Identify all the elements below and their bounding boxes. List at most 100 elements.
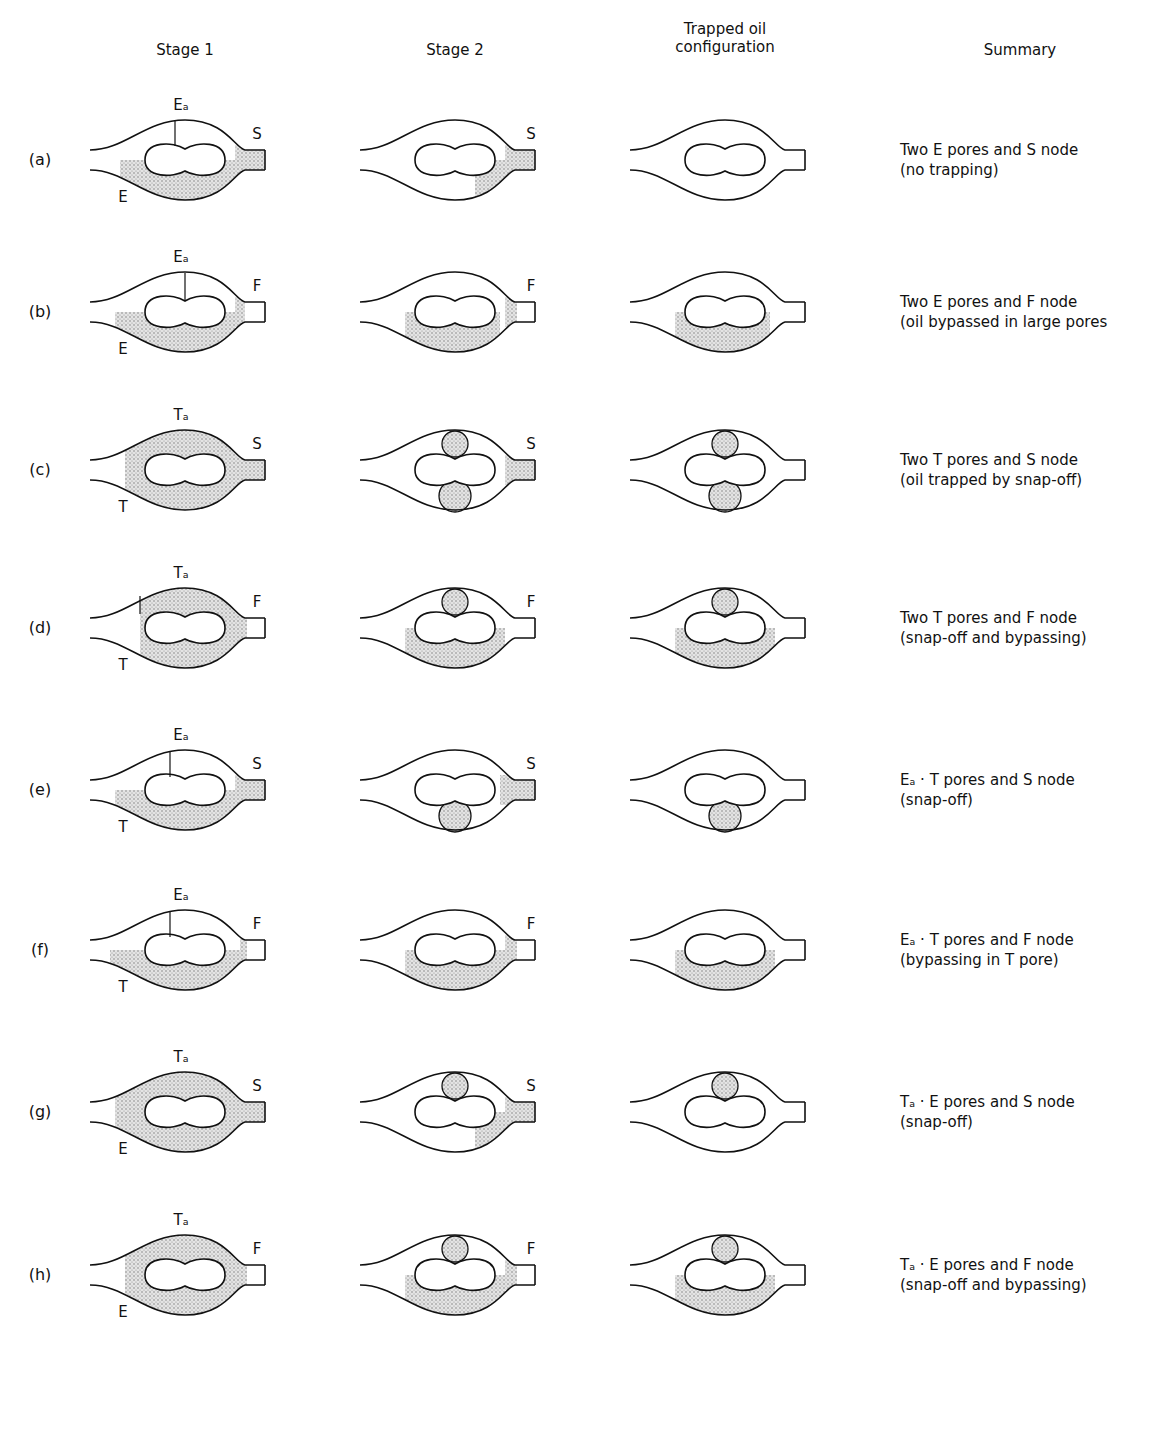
node-label: S	[252, 755, 262, 773]
oil-grain	[685, 1259, 765, 1290]
throat-end	[804, 460, 806, 480]
pore-wall	[90, 170, 265, 200]
pore-cell	[360, 1235, 535, 1315]
pore-cell	[360, 1072, 535, 1152]
summary-text: Two E pores and F node	[900, 293, 1077, 311]
row-letter: (e)	[29, 780, 51, 799]
pore-cell	[90, 120, 265, 200]
pore-wall	[630, 638, 805, 668]
pore-label: T	[118, 818, 127, 836]
throat-end	[264, 1102, 266, 1122]
pore-wall	[360, 120, 535, 150]
water-region	[90, 1235, 265, 1315]
throat-end	[264, 1265, 266, 1285]
water-drop	[712, 1073, 738, 1099]
meniscus	[169, 751, 170, 777]
pore-cell	[360, 430, 535, 512]
pore-label: Tₐ	[173, 1211, 188, 1229]
pore-cell	[360, 750, 535, 832]
throat-end	[804, 780, 806, 800]
pore-label: Eₐ	[173, 726, 188, 744]
pore-wall	[360, 638, 535, 668]
oil-grain	[685, 296, 765, 327]
pore-wall	[90, 480, 265, 510]
pore-cell	[90, 430, 265, 510]
node-label: F	[253, 277, 262, 295]
water-drop	[442, 1236, 468, 1262]
pore-cell	[630, 750, 805, 832]
pore-label: Tₐ	[173, 1048, 188, 1066]
pore-wall	[90, 588, 265, 618]
water-region	[675, 950, 775, 990]
meniscus	[184, 273, 185, 301]
pore-wall	[630, 588, 805, 618]
throat-end	[264, 302, 266, 322]
pore-cell	[90, 910, 265, 990]
water-region	[115, 1072, 265, 1152]
pore-label: T	[118, 656, 127, 674]
pore-label: Eₐ	[173, 248, 188, 266]
water-region	[405, 628, 505, 668]
row-letter: (a)	[29, 150, 51, 169]
pore-wall	[90, 1235, 265, 1265]
oil-grain	[145, 1096, 225, 1127]
pore-wall	[90, 750, 265, 780]
summary-text: (snap-off)	[900, 1113, 973, 1131]
throat-end	[534, 150, 536, 170]
pore-wall	[360, 750, 535, 780]
pore-label: Tₐ	[173, 406, 188, 424]
throat-end	[534, 780, 536, 800]
pore-label: Tₐ	[173, 564, 188, 582]
node-label: F	[527, 915, 536, 933]
node-label: F	[253, 1240, 262, 1258]
pore-wall	[360, 1285, 535, 1315]
pore-cell	[630, 910, 805, 990]
water-region	[675, 312, 770, 352]
throat-end	[264, 780, 266, 800]
water-region	[360, 1235, 535, 1315]
pore-wall	[90, 638, 265, 668]
water-drop	[442, 589, 468, 615]
throat-end	[264, 618, 266, 638]
pore-label: Eₐ	[173, 886, 188, 904]
oil-grain	[145, 1259, 225, 1290]
pore-wall	[630, 322, 805, 352]
pore-wall	[630, 960, 805, 990]
pore-cell	[360, 272, 535, 352]
pore-wall	[630, 800, 805, 830]
pore-wall	[630, 272, 805, 302]
throat-end	[264, 940, 266, 960]
pore-wall	[90, 120, 265, 150]
throat-end	[804, 940, 806, 960]
water-region	[675, 628, 775, 668]
oil-grain	[145, 774, 225, 805]
oil-grain	[685, 774, 765, 805]
pore-cell	[90, 1072, 265, 1152]
pore-wall	[360, 960, 535, 990]
pore-wall	[90, 430, 265, 460]
water-region	[500, 775, 535, 805]
summary-text: Two T pores and S node	[900, 451, 1078, 469]
water-region	[90, 120, 265, 200]
row-letter: (d)	[29, 618, 52, 637]
pore-label: E	[118, 188, 127, 206]
summary-text: (oil trapped by snap-off)	[900, 471, 1082, 489]
oil-grain	[685, 454, 765, 485]
node-label: F	[527, 1240, 536, 1258]
throat-end	[534, 302, 536, 322]
oil-grain	[145, 934, 225, 965]
pore-label: E	[118, 340, 127, 358]
throat-end	[804, 302, 806, 322]
oil-grain	[685, 934, 765, 965]
pore-label: Eₐ	[173, 96, 188, 114]
pore-wall	[90, 1285, 265, 1315]
summary-text: (bypassing in T pore)	[900, 951, 1059, 969]
throat-end	[534, 940, 536, 960]
throat-end	[534, 460, 536, 480]
pore-label: E	[118, 1140, 127, 1158]
summary-text: Eₐ · T pores and S node	[900, 771, 1075, 789]
column-header: Stage 2	[426, 41, 484, 59]
pore-wall	[630, 170, 805, 200]
